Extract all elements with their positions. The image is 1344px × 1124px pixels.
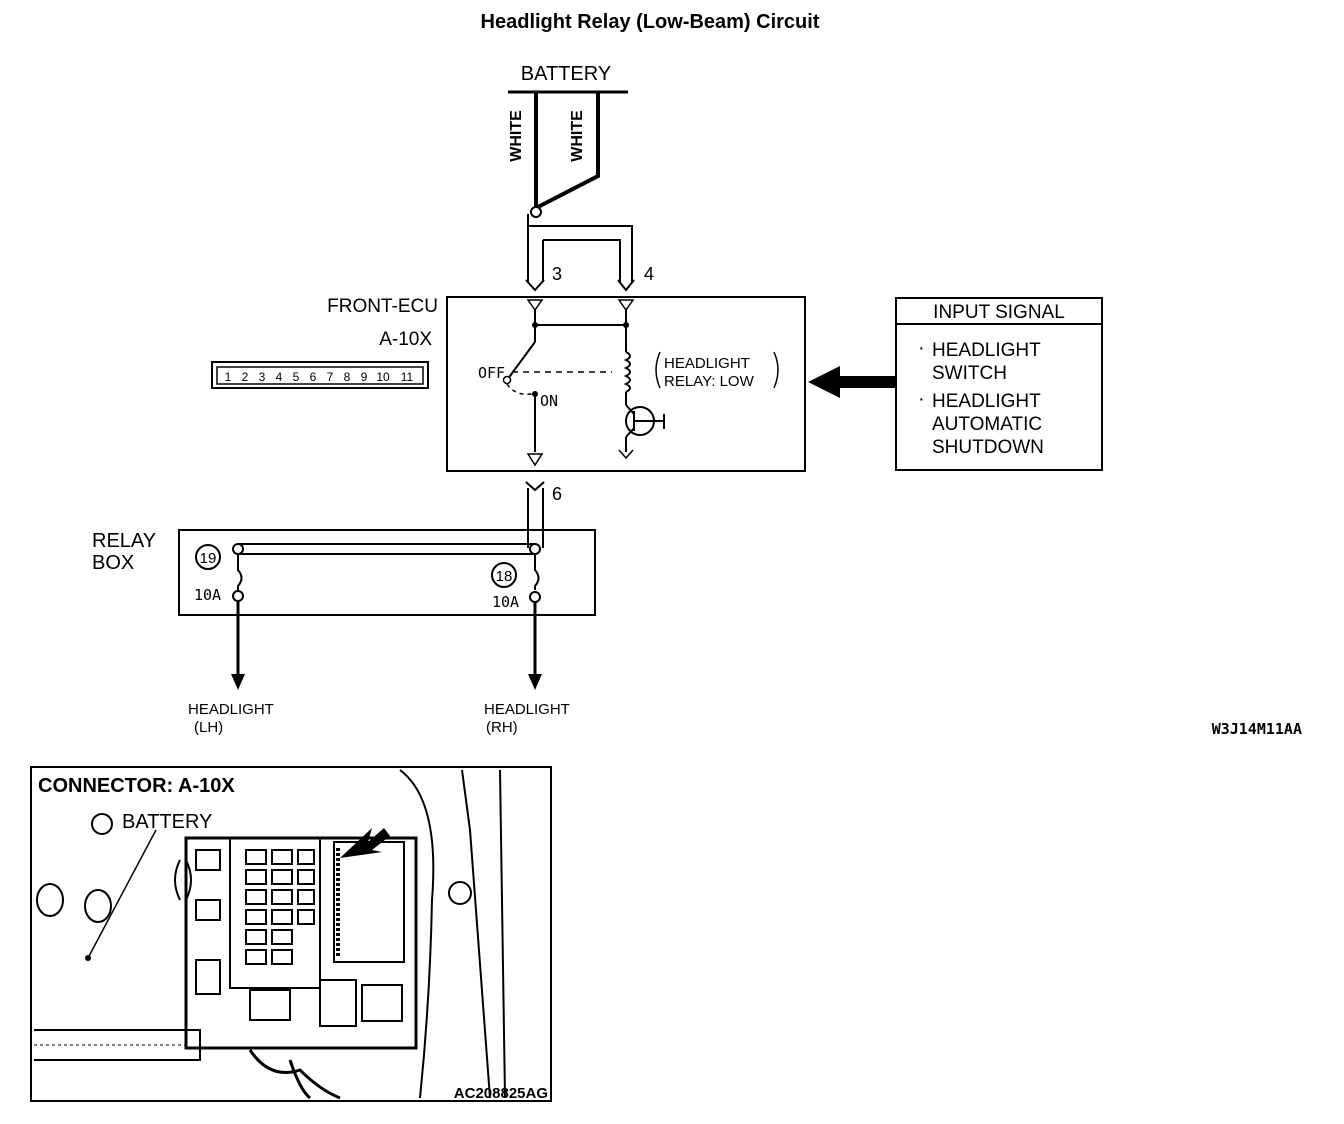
photo-battery-label: BATTERY bbox=[122, 811, 212, 833]
front-ecu-box bbox=[446, 296, 806, 472]
headlight-rh-line2: (RH) bbox=[486, 719, 518, 736]
fuse-19-number: 19 bbox=[200, 550, 217, 567]
connector-pin: 7 bbox=[327, 370, 334, 384]
harness-wire-3-4 bbox=[527, 214, 633, 282]
connector-location-photo bbox=[30, 766, 552, 1102]
relay-label-line2: RELAY: LOW bbox=[664, 373, 755, 390]
output-arrow-rh bbox=[528, 674, 542, 690]
fuse-18-number: 18 bbox=[496, 568, 513, 585]
pin-6-label: 6 bbox=[552, 484, 562, 504]
input-signal-item2-line3: SHUTDOWN bbox=[932, 437, 1044, 458]
pin-3-label: 3 bbox=[552, 264, 562, 284]
fuse-19-terminal bbox=[232, 590, 244, 602]
connector-pin: 3 bbox=[259, 370, 266, 384]
headlight-rh-line1: HEADLIGHT bbox=[484, 701, 570, 718]
photo-title: CONNECTOR: A-10X bbox=[38, 775, 235, 797]
connector-pin: 11 bbox=[401, 370, 414, 384]
fuse-18-rating: 10A bbox=[492, 593, 519, 611]
fuse-19-symbol bbox=[237, 554, 243, 590]
signal-arrow bbox=[808, 366, 896, 398]
headlight-lh-line2: (LH) bbox=[194, 719, 223, 736]
input-signal-item2-line2: AUTOMATIC bbox=[932, 414, 1042, 435]
fuse-18-symbol bbox=[534, 554, 540, 590]
front-ecu-label: FRONT-ECU bbox=[327, 296, 438, 317]
input-signal-item2-line1: HEADLIGHT bbox=[932, 391, 1041, 412]
wire-color-left: WHITE bbox=[508, 110, 525, 162]
connector-pin-strip: 1 2 3 4 5 6 7 8 9 10 11 bbox=[211, 361, 429, 389]
diagram-title: Headlight Relay (Low-Beam) Circuit bbox=[481, 11, 820, 33]
relay-internals bbox=[502, 299, 665, 467]
connector-chevron-6 bbox=[525, 481, 545, 492]
ecu-connector-label: A-10X bbox=[379, 329, 432, 350]
battery-label: BATTERY bbox=[521, 63, 611, 85]
fuse-18-terminal bbox=[529, 591, 541, 603]
connector-pin: 2 bbox=[242, 370, 249, 384]
connector-pin: 1 bbox=[225, 370, 232, 384]
harness-wire-6 bbox=[527, 488, 544, 548]
connector-pin: 8 bbox=[344, 370, 351, 384]
fuse-19-badge bbox=[195, 544, 221, 570]
headlight-lh-line1: HEADLIGHT bbox=[188, 701, 274, 718]
wire-color-right: WHITE bbox=[569, 110, 586, 162]
switch-on-label: ON bbox=[540, 392, 558, 410]
relay-box-busbar bbox=[232, 543, 541, 555]
connector-pin: 9 bbox=[361, 370, 368, 384]
connector-chevron-3 bbox=[525, 279, 545, 292]
pin-4-label: 4 bbox=[644, 264, 654, 284]
fuse-18-badge bbox=[491, 562, 517, 588]
battery-wire bbox=[534, 92, 600, 210]
relay-box-label-line1: RELAY bbox=[92, 530, 156, 552]
input-signal-header: INPUT SIGNAL bbox=[933, 302, 1065, 323]
fuse-19-rating: 10A bbox=[194, 586, 221, 604]
relay-label-line1: HEADLIGHT bbox=[664, 355, 750, 372]
output-arrow-lh bbox=[231, 674, 245, 690]
connector-pin: 5 bbox=[293, 370, 300, 384]
input-bullet: · bbox=[918, 337, 925, 359]
input-signal-item1-line2: SWITCH bbox=[932, 363, 1007, 384]
switch-off-label: OFF bbox=[478, 364, 505, 382]
relay-label-paren-left bbox=[655, 351, 661, 389]
input-signal-item1-line1: HEADLIGHT bbox=[932, 340, 1041, 361]
relay-label-paren-right bbox=[773, 351, 779, 389]
figure-code: W3J14M11AA bbox=[1212, 720, 1302, 738]
connector-chevron-4 bbox=[617, 279, 635, 292]
input-bullet: · bbox=[918, 388, 925, 410]
relay-box bbox=[178, 529, 596, 616]
connector-pin: 4 bbox=[276, 370, 283, 384]
relay-box-label-line2: BOX bbox=[92, 552, 134, 574]
splice-point bbox=[530, 206, 542, 218]
connector-pin: 6 bbox=[310, 370, 317, 384]
photo-code: AC208825AG bbox=[454, 1085, 548, 1102]
connector-pin: 10 bbox=[376, 370, 390, 384]
